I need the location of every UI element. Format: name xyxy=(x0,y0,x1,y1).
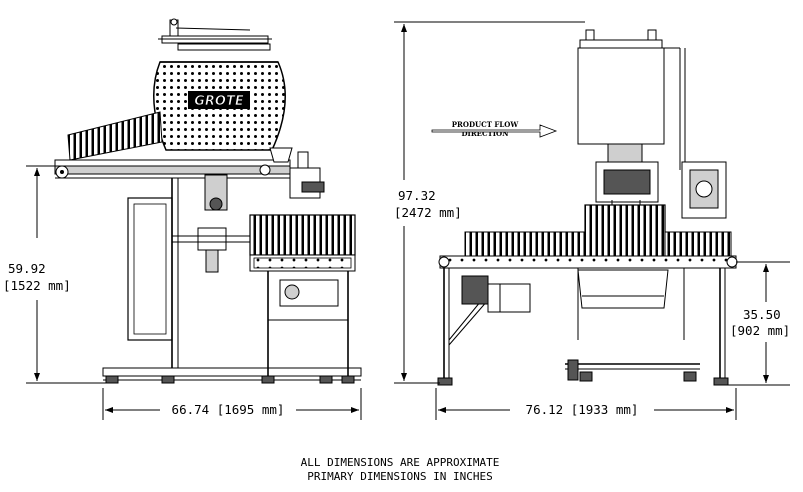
dimension-conveyor-height: 35.50 [902 mm] xyxy=(728,261,790,386)
dimension-right-width: 76.12 [1933 mm] xyxy=(435,388,737,420)
overall-height-metric: [2472 mm] xyxy=(394,205,462,220)
right-conveyor xyxy=(438,204,738,269)
right-machine-front-view xyxy=(437,29,738,386)
left-conveyor xyxy=(54,159,291,179)
cooling-conveyor xyxy=(249,214,356,376)
overall-height-value: 97.32 xyxy=(398,188,436,203)
conveyor-height-metric: [902 mm] xyxy=(730,323,790,338)
slicer-drum: GROTE xyxy=(153,61,286,151)
left-frame xyxy=(102,178,362,381)
discharge-spout xyxy=(269,147,325,199)
dimension-left-height: 59.92 [1522 mm] xyxy=(3,165,106,384)
right-feet xyxy=(437,359,729,386)
left-height-value: 59.92 xyxy=(8,261,46,276)
infeed-chute xyxy=(67,111,163,161)
collection-tray xyxy=(577,269,669,309)
drive-head xyxy=(595,143,659,215)
flow-arrow-icon xyxy=(431,124,558,138)
drive-motor xyxy=(197,174,228,273)
left-feet xyxy=(105,375,355,384)
flow-label-line2: DIRECTION xyxy=(461,129,509,138)
side-guard xyxy=(127,197,173,341)
left-height-metric: [1522 mm] xyxy=(3,278,71,293)
right-width-label: 76.12 [1933 mm] xyxy=(526,402,639,417)
right-frame xyxy=(443,268,726,378)
flow-label-line1: PRODUCT FLOW xyxy=(452,120,519,129)
note-line1: ALL DIMENSIONS ARE APPROXIMATE xyxy=(301,456,500,469)
left-width-label: 66.74 [1695 mm] xyxy=(172,402,285,417)
note-line2: PRIMARY DIMENSIONS IN INCHES xyxy=(307,470,492,483)
grote-logo-plate xyxy=(188,91,250,109)
grote-logo: GROTE xyxy=(194,94,244,109)
dimension-overall-height: 97.32 [2472 mm] xyxy=(394,21,585,384)
product-flow-indicator: PRODUCT FLOW DIRECTION xyxy=(431,120,558,138)
dimension-left-width: 66.74 [1695 mm] xyxy=(102,388,362,420)
left-machine-side-view: GROTE xyxy=(54,18,362,384)
control-box xyxy=(681,161,727,219)
drawing-notes: ALL DIMENSIONS ARE APPROXIMATE PRIMARY D… xyxy=(301,456,500,483)
slicer-lid xyxy=(158,18,272,51)
conveyor-motor xyxy=(461,275,531,313)
conveyor-height-value: 35.50 xyxy=(743,307,781,322)
